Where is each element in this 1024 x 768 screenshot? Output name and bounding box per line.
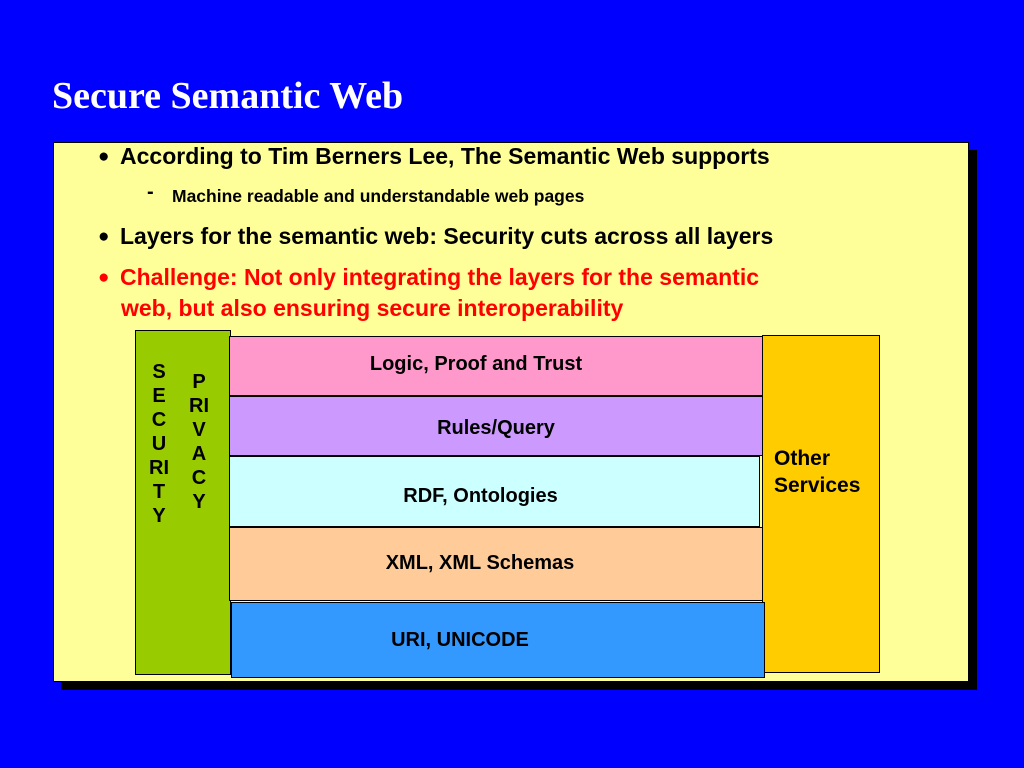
layer-xml-schemas: XML, XML Schemas — [229, 527, 763, 601]
other-services-box — [762, 335, 880, 673]
layer-rules-query: Rules/Query — [229, 396, 763, 456]
layer-label: Logic, Proof and Trust — [369, 352, 583, 375]
security-privacy-column — [135, 330, 231, 675]
layer-label: URI, UNICODE — [391, 628, 529, 651]
bullet-dot-icon: ● — [98, 226, 110, 247]
layer-label: RDF, Ontologies — [403, 485, 558, 507]
bullet-dot-icon: ● — [98, 146, 110, 167]
slide-title: Secure Semantic Web — [52, 75, 404, 117]
sub-bullet-machine-readable: Machine readable and understandable web … — [172, 186, 585, 206]
privacy-vertical-label: PRIVACY — [189, 371, 209, 513]
other-services-line1: Other — [774, 447, 831, 470]
bullet-text-line1: Challenge: Not only integrating the laye… — [120, 264, 760, 290]
other-services-line2: Services — [774, 474, 861, 497]
layer-rdf-ontologies: RDF, Ontologies — [229, 456, 760, 527]
layer-label: XML, XML Schemas — [385, 551, 575, 574]
other-services-label: Other Services — [774, 445, 884, 499]
bullet-text: Layers for the semantic web: Security cu… — [120, 223, 774, 249]
bullet-challenge: ● Challenge: Not only integrating the lay… — [98, 262, 928, 323]
bullet-berners-lee: ● According to Tim Berners Lee, The Seman… — [98, 143, 770, 170]
bullet-text-line2: web, but also ensuring secure interopera… — [121, 295, 624, 321]
bullet-text: According to Tim Berners Lee, The Semant… — [120, 143, 770, 169]
bullet-dot-icon: ● — [98, 267, 110, 288]
sub-bullet-dash-icon: - — [147, 181, 154, 203]
layer-uri-unicode: URI, UNICODE — [231, 602, 765, 678]
bullet-layers: ● Layers for the semantic web: Security c… — [98, 223, 773, 250]
security-vertical-label: SECURITY — [149, 361, 169, 527]
layer-logic-proof-trust: Logic, Proof and Trust — [229, 336, 763, 396]
layer-label: Rules/Query — [437, 416, 555, 439]
